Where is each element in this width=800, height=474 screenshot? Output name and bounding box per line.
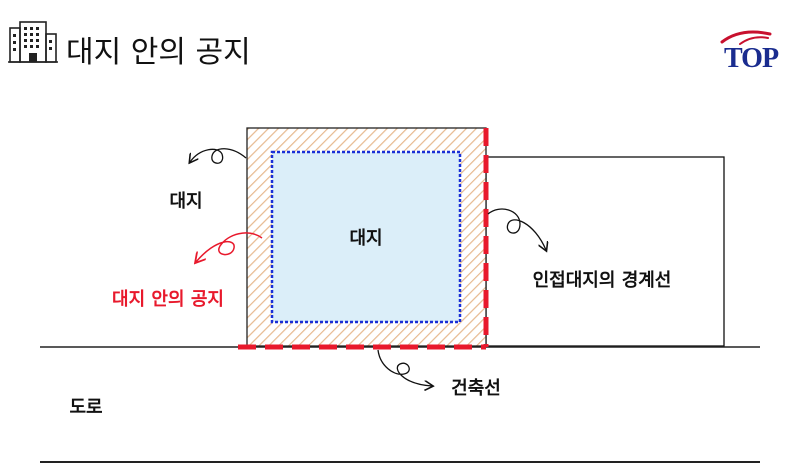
center-site-label: 대지: [349, 228, 382, 249]
adjacent-lot: [485, 156, 725, 347]
site-arrow: [190, 148, 247, 164]
logo-text: TOP: [724, 43, 779, 74]
building-line-arrow: [377, 349, 432, 386]
site-label: 대지: [169, 191, 202, 212]
building-line-label: 건축선: [451, 378, 501, 399]
open-space-label: 대지 안의 공지: [112, 289, 224, 310]
open-space-arrow: [196, 232, 263, 262]
road-label: 도로: [69, 397, 102, 418]
building-footprint: [270, 150, 462, 324]
page-title: 대지 안의 공지: [66, 35, 251, 70]
boundary-arrow: [487, 208, 546, 250]
building-icon: [8, 21, 58, 63]
top-logo: TOP: [720, 30, 780, 74]
boundary-label: 인접대지의 경계선: [533, 270, 672, 291]
